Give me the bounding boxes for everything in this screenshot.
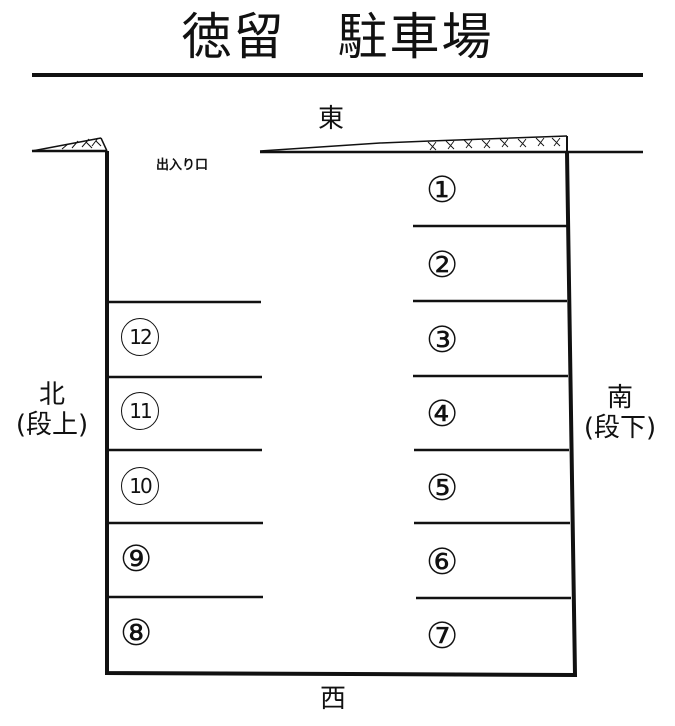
parking-spot-12[interactable]: 12	[121, 318, 159, 356]
north-slope-hatch	[31, 137, 108, 153]
parking-spot-4[interactable]: ④	[426, 395, 458, 435]
spot-number: 12	[129, 325, 152, 349]
spot-number: ③	[426, 320, 459, 361]
direction-south: 南	[606, 383, 633, 413]
direction-south-note: (段下)	[583, 413, 657, 443]
spot-number: ⑨	[120, 539, 153, 580]
direction-north-group: 北 (段上)	[2, 380, 102, 440]
lot-boundary	[105, 151, 578, 678]
direction-north: 北	[38, 380, 65, 410]
parking-spot-11[interactable]: 11	[121, 392, 159, 430]
spot-number: ⑤	[426, 468, 459, 509]
right-column-dividers	[413, 224, 571, 600]
left-column-dividers	[107, 300, 263, 599]
spot-number: ⑧	[120, 613, 153, 654]
parking-spot-8[interactable]: ⑧	[120, 614, 152, 654]
direction-west: 西	[320, 684, 347, 714]
spot-number: ①	[426, 170, 459, 211]
spot-number: 10	[129, 474, 152, 498]
parking-spot-3[interactable]: ③	[426, 321, 458, 361]
parking-spot-9[interactable]: ⑨	[120, 540, 152, 580]
direction-east: 東	[318, 104, 345, 134]
east-slope-hatch	[259, 135, 643, 154]
spot-number: 11	[129, 399, 152, 423]
parking-spot-7[interactable]: ⑦	[426, 617, 458, 657]
parking-spot-1[interactable]: ①	[426, 171, 458, 211]
parking-spot-10[interactable]: 10	[121, 467, 159, 505]
parking-spot-2[interactable]: ②	[426, 246, 458, 286]
page-title: 徳留 駐車場	[181, 8, 494, 66]
direction-north-note: (段上)	[15, 410, 89, 440]
parking-spot-6[interactable]: ⑥	[426, 543, 458, 583]
spot-number: ⑦	[426, 616, 459, 657]
direction-south-group: 南 (段下)	[570, 383, 670, 443]
parking-spot-5[interactable]: ⑤	[426, 469, 458, 509]
spot-number: ②	[426, 245, 459, 286]
spot-number: ⑥	[426, 542, 459, 583]
entrance-label: 出入り口	[156, 158, 209, 173]
spot-number: ④	[426, 394, 459, 435]
